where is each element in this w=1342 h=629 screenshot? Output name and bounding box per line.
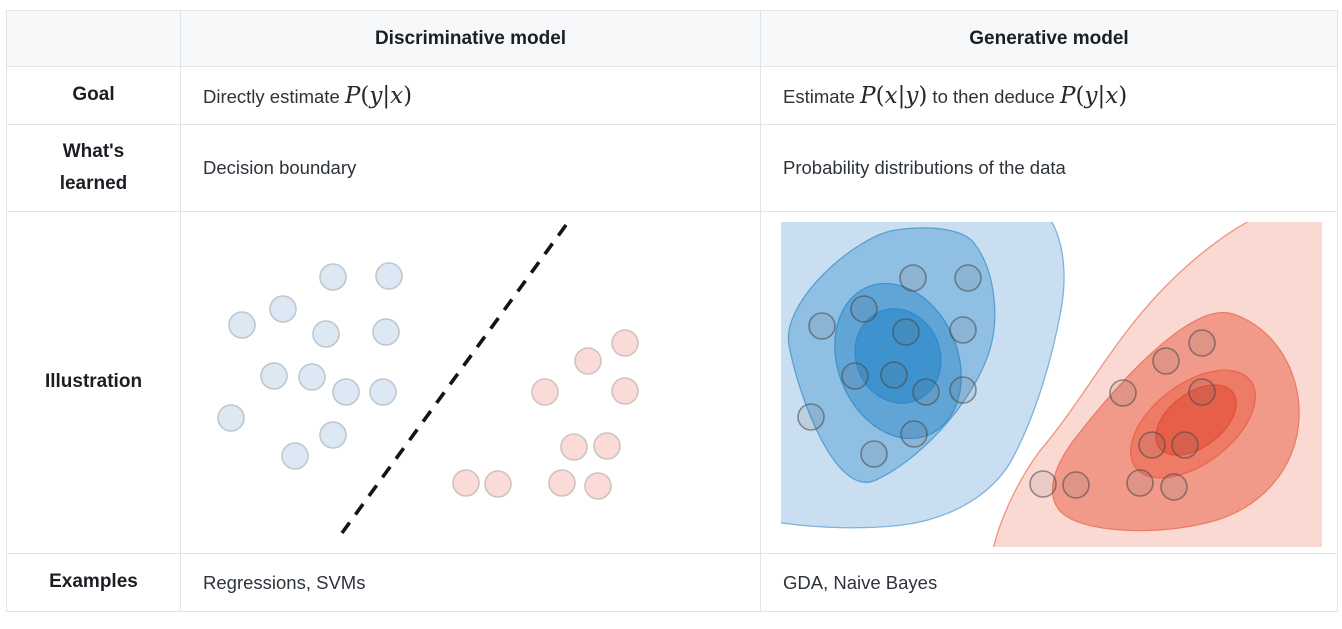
whats-learned-discriminative-cell: Decision boundary bbox=[181, 125, 761, 212]
comparison-table: Discriminative model Generative model Go… bbox=[6, 10, 1338, 612]
examples-generative-text: GDA, Naive Bayes bbox=[783, 571, 938, 593]
header-generative-model: Generative model bbox=[761, 11, 1338, 67]
discriminative-illustration-cell bbox=[181, 212, 761, 554]
goal-discriminative-cell: Directly estimate P(y|x) bbox=[181, 67, 761, 125]
generative-contour-plot bbox=[781, 222, 1322, 547]
math-expression: P(y|x) bbox=[344, 82, 413, 109]
examples-discriminative-cell: Regressions, SVMs bbox=[181, 554, 761, 612]
header-discriminative-model: Discriminative model bbox=[181, 11, 761, 67]
goal-discriminative-text: Directly estimate P(y|x) bbox=[203, 82, 413, 109]
goal-generative-cell: Estimate P(x|y) to then deduce P(y|x) bbox=[761, 67, 1338, 125]
goal-generative-text: Estimate P(x|y) to then deduce P(y|x) bbox=[783, 82, 1128, 109]
discriminative-scatter-plot bbox=[217, 223, 639, 535]
math-expression: P(y|x) bbox=[1060, 82, 1128, 109]
row-label-goal: Goal bbox=[7, 67, 181, 125]
row-label-illustration: Illustration bbox=[7, 212, 181, 554]
header-empty-cell bbox=[7, 11, 181, 67]
whats-learned-discriminative-text: Decision boundary bbox=[203, 157, 357, 178]
examples-discriminative-text: Regressions, SVMs bbox=[203, 571, 366, 593]
math-expression: P(x|y) bbox=[860, 82, 928, 109]
header-generative-label: Generative model bbox=[969, 27, 1129, 49]
row-label-whats-learned: What's learned bbox=[7, 125, 181, 212]
header-discriminative-label: Discriminative model bbox=[374, 27, 567, 49]
whats-learned-generative-cell: Probability distributions of the data bbox=[761, 125, 1338, 212]
examples-generative-cell: GDA, Naive Bayes bbox=[761, 554, 1338, 612]
whats-learned-generative-text: Probability distributions of the data bbox=[783, 157, 1066, 178]
row-label-examples: Examples bbox=[7, 554, 181, 612]
generative-illustration-cell bbox=[761, 212, 1338, 554]
